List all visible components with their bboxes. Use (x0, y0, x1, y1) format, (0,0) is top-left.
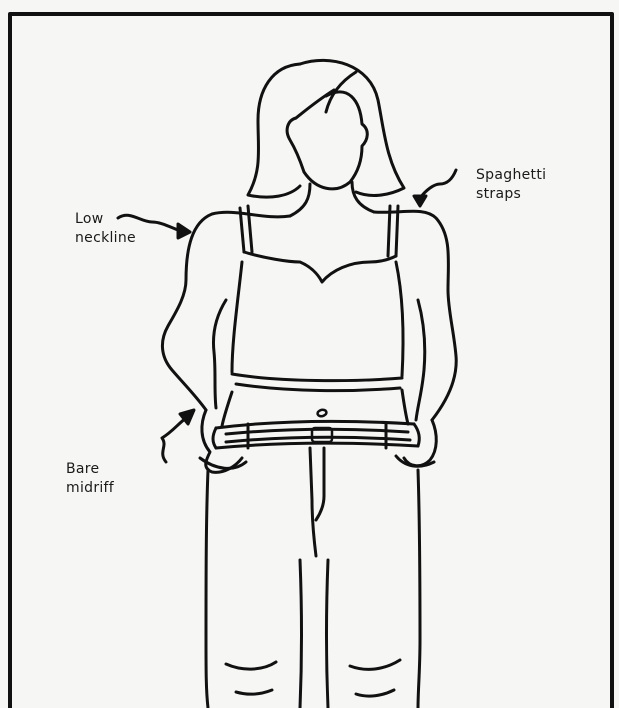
jeans-inseam-left (300, 560, 302, 708)
strap-right-outer (388, 206, 390, 256)
hair-outline-right (300, 60, 404, 195)
fly-left (310, 448, 316, 556)
waist-right (402, 390, 408, 424)
top-hem (232, 374, 402, 381)
hair-outline (248, 64, 300, 197)
belt-bottom (216, 443, 418, 448)
arrow-spaghetti-shaft (420, 170, 456, 198)
arm-left-inner (214, 300, 227, 408)
jeans-right-outer (418, 470, 420, 708)
arm-right-inner (416, 300, 425, 420)
knee-right (350, 660, 400, 669)
jeans-left-outer (206, 470, 208, 708)
strap-right-inner (396, 206, 398, 256)
navel (318, 410, 327, 416)
knee-left (226, 662, 276, 669)
neck-right (352, 182, 374, 212)
label-spaghetti-straps: Spaghetti straps (476, 166, 546, 204)
arrow-neckline-head (178, 224, 190, 238)
shoulder-left (162, 212, 290, 410)
fly-right (316, 448, 324, 520)
top-side-right (396, 262, 403, 376)
arrow-midriff-shaft (162, 418, 186, 462)
belt-right-end (414, 424, 419, 446)
belt-inner-top (226, 429, 408, 434)
arrow-spaghetti-head (414, 196, 426, 206)
frame-border (10, 14, 612, 708)
top-hem-lower (236, 384, 400, 391)
jeans-inseam-right (327, 560, 329, 708)
neck-left (290, 184, 310, 216)
knee-left-shadow (236, 690, 272, 694)
neckline (244, 252, 396, 282)
top-side-left (232, 262, 242, 372)
belt-left-end (213, 428, 216, 448)
knee-right-shadow (356, 690, 394, 696)
label-low-neckline: Low neckline (75, 210, 136, 248)
strap-left-inner (248, 206, 252, 252)
label-bare-midriff: Bare midriff (66, 460, 114, 498)
waist-left (222, 392, 232, 426)
